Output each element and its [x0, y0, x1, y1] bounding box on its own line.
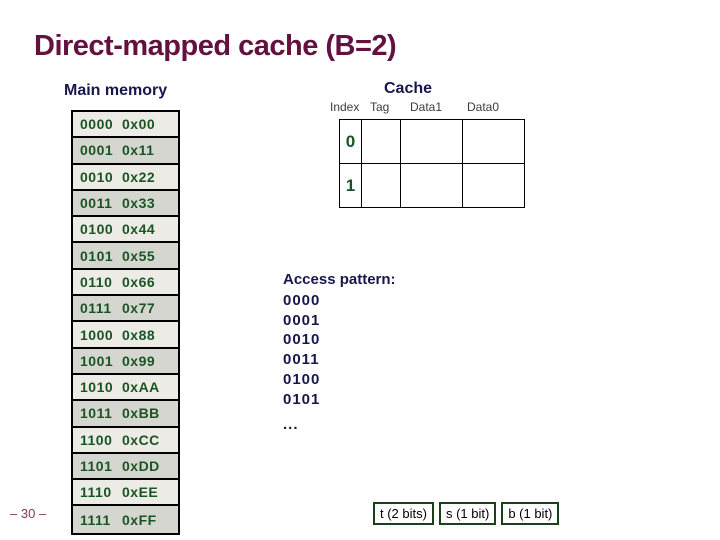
- memory-address: 0111: [80, 300, 112, 317]
- cache-index-cell: 0: [340, 120, 362, 164]
- memory-value: 0xEE: [122, 484, 159, 501]
- memory-row: 1110 0xEE: [73, 480, 178, 507]
- memory-row: 1001 0x99: [73, 348, 178, 375]
- memory-address: 0100: [80, 221, 114, 238]
- slide-title: Direct-mapped cache (B=2): [34, 30, 397, 62]
- memory-value: 0x88: [122, 326, 156, 343]
- access-pattern-address: 0001: [283, 311, 321, 329]
- memory-row: 0101 0x55: [73, 243, 178, 270]
- memory-value: 0xCC: [122, 431, 160, 448]
- access-pattern-address: 0010: [283, 331, 321, 349]
- access-pattern-heading: Access pattern:: [283, 271, 396, 288]
- address-field-boxes: t (2 bits) s (1 bit) b (1 bit): [373, 502, 560, 525]
- memory-row: 0000 0x00: [73, 112, 178, 139]
- access-pattern-list: 0000 0001 0010 0011 0100 0101: [283, 291, 396, 409]
- memory-address: 1011: [80, 405, 113, 422]
- memory-address: 1111: [80, 511, 111, 528]
- memory-value: 0x00: [122, 116, 156, 133]
- cache-index-cell: 1: [340, 164, 362, 208]
- address-field-box: b (1 bit): [501, 502, 560, 525]
- memory-value: 0x33: [122, 195, 156, 212]
- access-pattern-address: 0100: [283, 370, 321, 388]
- memory-address: 1101: [80, 458, 113, 474]
- main-memory-table: 0000 0x00 0001 0x11 0010 0x22 0011 0x33 …: [71, 110, 180, 535]
- memory-row: 1011 0xBB: [73, 401, 178, 428]
- access-pattern-ellipsis: ...: [283, 416, 299, 434]
- memory-address: 0110: [80, 273, 113, 290]
- cache-tag-cell: [362, 120, 401, 164]
- page-number: – 30 –: [10, 506, 47, 521]
- access-pattern: Access pattern: 0000 0001 0010 0011 0100…: [283, 271, 396, 433]
- memory-address: 1110: [80, 484, 112, 501]
- memory-value: 0x11: [122, 142, 155, 159]
- memory-value: 0x66: [122, 273, 156, 290]
- memory-row: 1010 0xAA: [73, 374, 178, 402]
- memory-value: 0x55: [122, 247, 156, 264]
- memory-value: 0xAA: [122, 379, 160, 396]
- memory-row: 1000 0x88: [73, 322, 178, 349]
- memory-address: 0101: [80, 247, 114, 264]
- cache-data0-cell: [463, 120, 525, 164]
- cache-data1-cell: [401, 120, 463, 164]
- cache-column-label-tag: Tag: [370, 100, 390, 114]
- access-pattern-address: 0000: [283, 292, 321, 309]
- cache-table: 0 1: [339, 119, 525, 208]
- memory-address: 1001: [80, 352, 114, 369]
- address-field-box: s (1 bit): [438, 502, 497, 525]
- memory-row: 0100 0x44: [73, 217, 178, 244]
- memory-value: 0xBB: [122, 405, 160, 422]
- memory-address: 0000: [80, 116, 114, 133]
- memory-value: 0x99: [122, 352, 156, 369]
- address-field-box: t (2 bits): [373, 502, 434, 525]
- memory-address: 1000: [80, 326, 114, 343]
- memory-value: 0x44: [122, 221, 156, 238]
- memory-row: 1101 0xDD: [73, 453, 178, 481]
- memory-address: 0001: [80, 142, 114, 159]
- cache-tag-cell: [362, 164, 401, 208]
- memory-address: 1100: [80, 431, 113, 448]
- memory-value: 0xDD: [122, 458, 160, 474]
- access-pattern-address: 0101: [283, 390, 321, 408]
- memory-row: 1100 0xCC: [73, 427, 178, 454]
- memory-value: 0xFF: [122, 511, 157, 528]
- memory-row: 1111 0xFF: [73, 506, 178, 533]
- main-memory-heading: Main memory: [64, 82, 168, 99]
- memory-address: 1010: [80, 379, 114, 396]
- access-pattern-address: 0011: [283, 351, 320, 369]
- memory-value: 0x77: [122, 300, 156, 317]
- memory-address: 0011: [80, 195, 113, 212]
- memory-row: 0010 0x22: [73, 164, 178, 191]
- cache-column-label-data1: Data1: [410, 100, 443, 114]
- memory-row: 0001 0x11: [73, 138, 178, 165]
- memory-address: 0010: [80, 168, 114, 185]
- cache-column-label-data0: Data0: [467, 100, 500, 114]
- memory-row: 0110 0x66: [73, 269, 178, 297]
- memory-row: 0011 0x33: [73, 190, 178, 218]
- memory-value: 0x22: [122, 168, 156, 185]
- memory-row: 0111 0x77: [73, 296, 178, 323]
- cache-heading: Cache: [384, 80, 433, 97]
- cache-data0-cell: [463, 164, 525, 208]
- cache-data1-cell: [401, 164, 463, 208]
- cache-column-label-index: Index: [330, 100, 360, 114]
